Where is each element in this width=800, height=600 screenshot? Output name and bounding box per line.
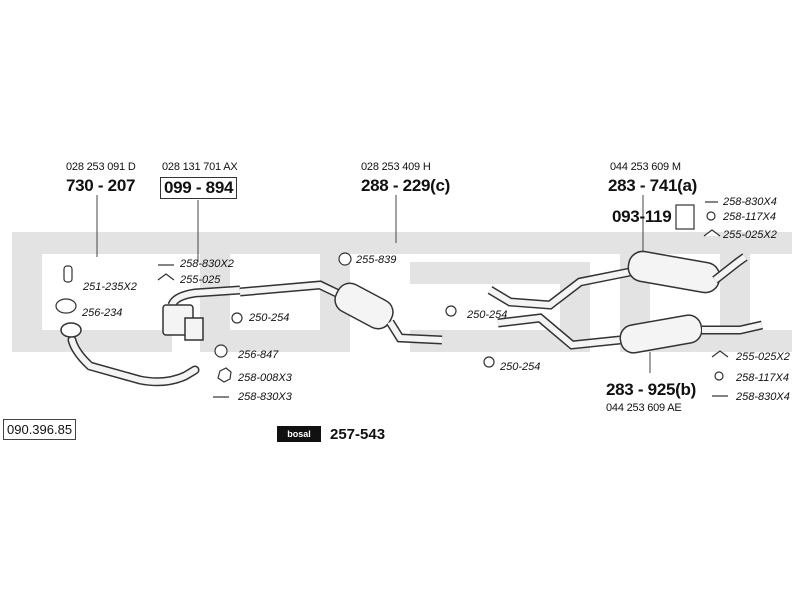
washer-icon — [706, 211, 716, 221]
washer-icon-2 — [714, 371, 724, 381]
clamp-ring-icon — [231, 312, 243, 324]
front-pipe-oem: 028 253 091 D — [66, 161, 136, 173]
acc-label-3: 258-830X2 — [180, 258, 234, 270]
diagram-code-box: 090.396.85 — [3, 419, 77, 440]
middle-muffler — [334, 282, 394, 330]
rear-b-number: 283 - 925(b) — [606, 380, 696, 399]
rubber-ring-icon — [338, 252, 352, 266]
cat-number: 099 - 894 — [160, 177, 238, 199]
cat-oem: 028 131 701 AX — [162, 161, 238, 173]
acc-label-12: 258-830X4 — [723, 196, 777, 208]
bosal-logo: bosal — [277, 426, 321, 442]
rear-b-muffler — [619, 314, 703, 354]
clamp-icon-3 — [711, 350, 729, 358]
hanger-icon — [63, 265, 73, 283]
acc-label-16: 258-117X4 — [736, 372, 790, 384]
acc-label-11: 250-254 — [500, 361, 541, 373]
acc-label-4: 255-025 — [180, 274, 221, 286]
accessory-icons — [55, 201, 729, 398]
middle-number: 288 - 229(c) — [361, 176, 451, 195]
clamp-ring-icon-3 — [483, 356, 495, 368]
clamp-icon-2 — [703, 229, 721, 237]
acc-label-14: 255-025X2 — [723, 229, 777, 241]
acc-label-2: 256-234 — [82, 307, 123, 319]
acc-label-1: 251-235X2 — [83, 281, 137, 293]
acc-label-17: 258-830X4 — [736, 391, 790, 403]
rear-a-number: 283 - 741(a) — [608, 176, 698, 195]
acc-label-5: 250-254 — [249, 312, 290, 324]
rear-a-oem: 044 253 609 M — [610, 161, 681, 173]
acc-label-8: 258-830X3 — [238, 391, 292, 403]
front-pipe-flange — [60, 322, 82, 338]
acc-label-6: 256-847 — [238, 349, 279, 361]
heat-shield-icon — [675, 204, 695, 230]
acc-label-7: 258-008X3 — [238, 372, 292, 384]
gasket-icon — [55, 298, 77, 314]
acc-label-13: 258-117X4 — [723, 211, 777, 223]
acc-label-9: 255-839 — [356, 254, 397, 266]
heat-shield-number: 093-119 — [612, 207, 672, 226]
front-pipe-number: 730 - 207 — [66, 176, 136, 195]
rear-b-oem: 044 253 609 AE — [606, 402, 682, 414]
middle-oem: 028 253 409 H — [361, 161, 431, 173]
kit-number: 257-543 — [330, 426, 386, 443]
clamp-icon — [157, 273, 175, 281]
clamp-ring-icon-2 — [445, 305, 457, 317]
acc-label-10: 250-254 — [467, 309, 508, 321]
nut-icon — [217, 367, 232, 383]
acc-label-15: 255-025X2 — [736, 351, 790, 363]
gasket-ring-icon — [214, 344, 228, 358]
leader-lines — [96, 195, 651, 373]
